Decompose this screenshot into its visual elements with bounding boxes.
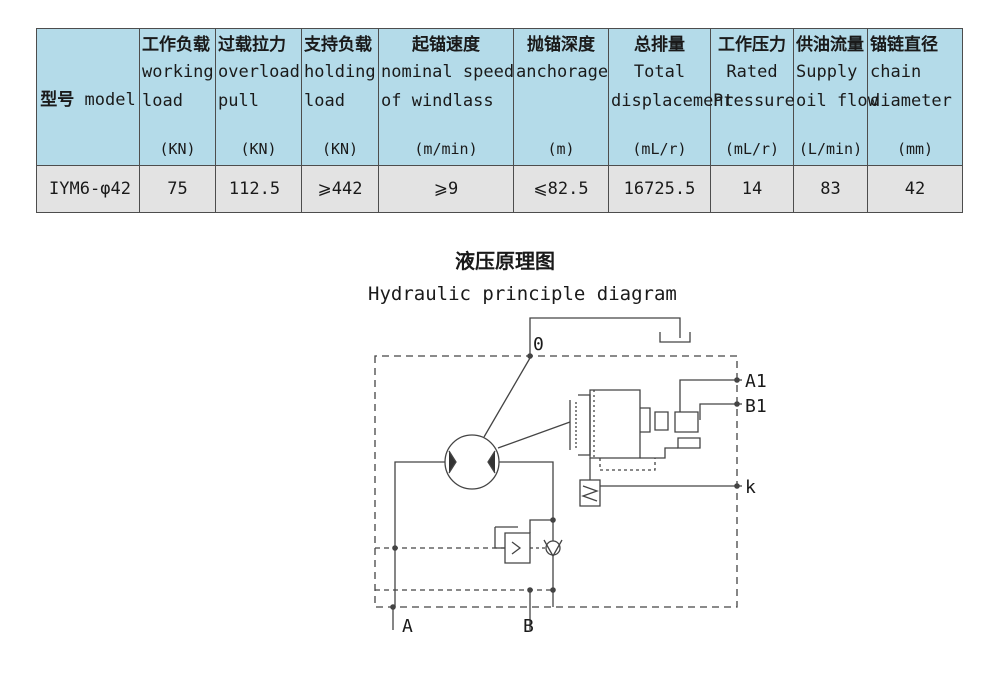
model-header-cn: 型号 — [40, 89, 75, 110]
rated-pressure-cell: 14 — [710, 165, 794, 213]
header-unit: (m/min) — [414, 140, 478, 158]
header-en: Supply — [796, 62, 858, 82]
diagram-title-cn: 液压原理图 — [455, 249, 555, 273]
column-header-total-displacement: 总排量 Total displacement (mL/r) — [608, 28, 734, 166]
port-label-k: k — [745, 477, 756, 498]
header-cn: 起锚速度 — [412, 35, 480, 55]
header-en: overload — [218, 62, 300, 82]
header-en: of windlass — [381, 91, 494, 111]
header-unit: (mL/r) — [632, 140, 687, 158]
overload-pull-cell: 112.5 — [215, 165, 302, 213]
holding-load-cell: ⩾442 — [301, 165, 379, 213]
header-en: anchorage — [516, 62, 609, 82]
port-label-a1: A1 — [745, 371, 767, 392]
balance-valve-icon — [504, 532, 531, 564]
column-header-nominal-speed: 起锚速度 nominal speed of windlass (m/min) — [378, 28, 515, 166]
header-cn: 工作负载 — [142, 35, 210, 55]
spec-table: 型号 model 工作负载 working load (KN) 过载拉力 ove… — [36, 28, 963, 213]
header-en: load — [142, 91, 183, 111]
header-cn: 锚链直径 — [870, 35, 938, 55]
header-cn: 支持负载 — [304, 35, 372, 55]
header-en: oil flow — [796, 91, 878, 111]
working-load-cell: 75 — [139, 165, 216, 213]
total-displacement-cell: 16725.5 — [608, 165, 711, 213]
model-header-en: model — [84, 89, 136, 110]
header-en: load — [304, 91, 345, 111]
supply-oil-flow-cell: 83 — [793, 165, 868, 213]
header-cn: 过载拉力 — [218, 35, 286, 55]
header-unit: (KN) — [159, 140, 196, 158]
header-unit: (mL/r) — [724, 140, 780, 158]
column-header-holding-load: 支持负载 holding load (KN) — [301, 28, 379, 166]
header-en: displacement — [611, 91, 734, 111]
table-header-row: 型号 model 工作负载 working load (KN) 过载拉力 ove… — [36, 28, 963, 166]
header-unit: (L/min) — [798, 140, 863, 158]
header-en: holding — [304, 62, 376, 82]
column-header-rated-pressure: 工作压力 Rated Pressure (mL/r) — [710, 28, 795, 166]
header-cn: 总排量 — [634, 35, 685, 55]
header-en: Pressure — [713, 91, 795, 111]
winch-drum-icon — [589, 389, 641, 459]
junction-dots — [390, 353, 740, 610]
port-label-o: 0 — [533, 334, 544, 355]
diagram-title-en: Hydraulic principle diagram — [368, 283, 677, 305]
column-header-overload-pull: 过载拉力 overload pull (KN) — [215, 28, 302, 166]
header-unit: (m) — [547, 140, 575, 158]
header-en: diameter — [870, 91, 952, 111]
header-en: Total — [633, 62, 686, 82]
port-label-b1: B1 — [745, 396, 767, 417]
port-label-a: A — [402, 616, 413, 637]
header-unit: (KN) — [240, 140, 277, 158]
column-header-supply-oil-flow: 供油流量 Supply oil flow (L/min) — [793, 28, 878, 166]
boundary-dashed — [374, 355, 738, 608]
header-cn: 工作压力 — [718, 35, 786, 55]
brake-icon — [674, 411, 699, 433]
table-row: IYM6-φ42 75 112.5 ⩾442 ⩾9 ⩽82.5 16725.5 … — [36, 165, 963, 213]
header-en: chain — [870, 62, 922, 82]
header-cn: 抛锚深度 — [527, 35, 595, 55]
anchorage-cell: ⩽82.5 — [513, 165, 609, 213]
header-unit: (mm) — [896, 140, 934, 158]
model-column-header: 型号 model — [36, 28, 140, 166]
chain-diameter-cell: 42 — [867, 165, 963, 213]
spring-cylinder-icon — [579, 479, 601, 507]
header-en: working — [142, 62, 214, 82]
header-en: nominal speed — [381, 62, 515, 82]
tank-icon — [659, 332, 691, 343]
header-unit: (KN) — [321, 140, 359, 158]
column-header-chain-diameter: 锚链直径 chain diameter (mm) — [867, 28, 963, 166]
nominal-speed-cell: ⩾9 — [378, 165, 514, 213]
column-header-anchorage: 抛锚深度 anchorage (m) — [513, 28, 609, 166]
column-header-working-load: 工作负载 working load (KN) — [139, 28, 216, 166]
header-cn: 供油流量 — [796, 35, 864, 55]
port-label-b: B — [523, 616, 534, 637]
header-en: Rated — [726, 62, 778, 82]
header-en: pull — [218, 91, 259, 111]
drain-line — [529, 317, 681, 356]
